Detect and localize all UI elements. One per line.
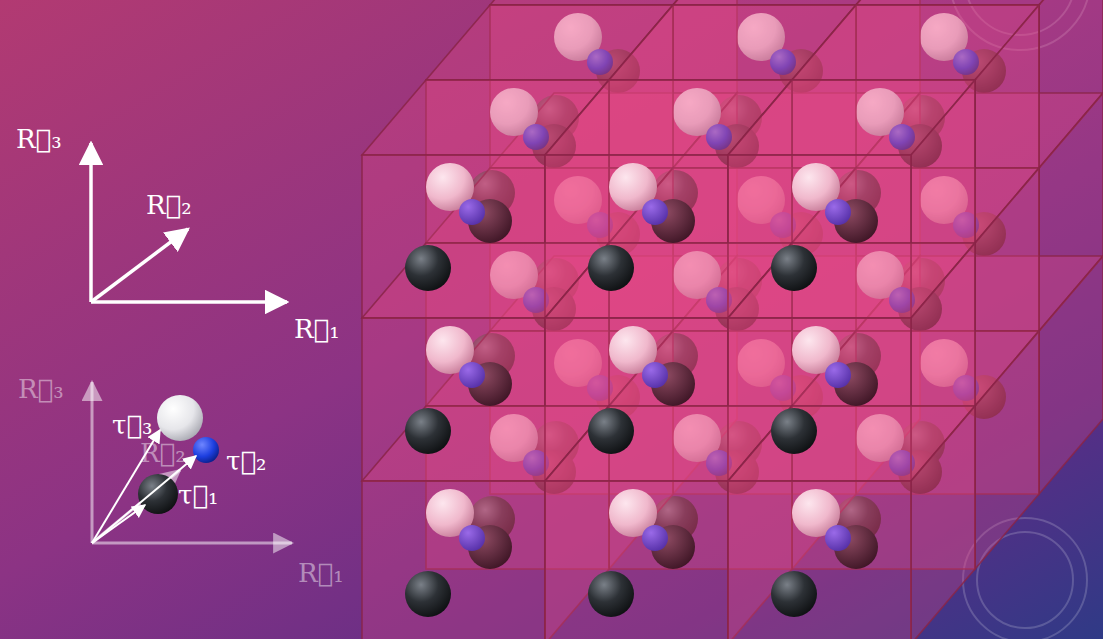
faded-axes: [92, 382, 292, 543]
cell-atoms: [405, 163, 512, 291]
unit-cell: [728, 406, 975, 639]
lattice-vector-label: R⃗₁: [298, 560, 344, 586]
cell-atoms: [771, 489, 878, 617]
lattice-vector-label: R⃗₃: [18, 376, 64, 402]
unit-cell: [728, 243, 975, 481]
unit-cell-lattice: [362, 0, 1103, 639]
cell-atoms: [405, 326, 512, 454]
cell-atoms: [405, 489, 512, 617]
cell-atoms: [771, 163, 878, 291]
cell-atoms: [588, 326, 695, 454]
basis-vector-label: τ⃗₁: [178, 482, 218, 508]
unit-cell: [728, 80, 975, 318]
lattice-vector-label: R⃗₂: [140, 440, 186, 466]
cell-atoms: [588, 489, 695, 617]
cell-atoms: [588, 163, 695, 291]
lattice-vector-label: R⃗₁: [294, 316, 340, 342]
lattice-vectors: [91, 143, 287, 302]
basis-vector-label: τ⃗₃: [112, 412, 152, 438]
cell-atoms: [771, 326, 878, 454]
lattice-vector-label: R⃗₂: [146, 192, 192, 218]
basis-vector-label: τ⃗₂: [226, 448, 266, 474]
lattice-vector-label: R⃗₃: [16, 126, 62, 152]
